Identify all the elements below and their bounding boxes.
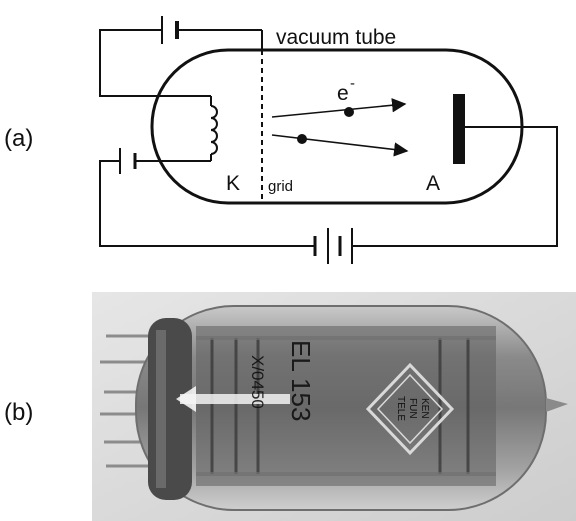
anode-label: A	[426, 172, 440, 195]
tube-type-code: EL 153	[286, 340, 316, 421]
telefunken-logo: TELE FUN KEN	[365, 362, 455, 456]
logo-line-1: TELE	[395, 396, 406, 421]
electron-beams	[271, 98, 409, 157]
photo-panel: (b)	[4, 292, 576, 521]
panel-b-label: (b)	[4, 399, 33, 426]
tube-base	[148, 318, 192, 500]
grid-battery-circuit	[99, 16, 263, 97]
electron-label: e	[337, 82, 349, 105]
heater-battery-circuit	[99, 148, 315, 247]
panel-a-label: (a)	[4, 125, 33, 152]
electron-path-lower	[271, 134, 409, 157]
tube-side-code: X/0450	[248, 355, 267, 409]
tube-label: vacuum tube	[276, 26, 396, 49]
cathode-filament	[210, 96, 218, 161]
electron-lower	[297, 134, 307, 144]
schematic-panel: (a) vacuum tube K grid	[4, 16, 558, 264]
electron-path-upper	[271, 98, 407, 118]
logo-line-3: KEN	[419, 398, 430, 419]
logo-line-2: FUN	[407, 398, 418, 419]
anode-plate	[453, 94, 465, 164]
plate-battery-circuit	[313, 126, 558, 264]
tube-photo: X/0450 EL 153 TELE FUN KEN	[92, 292, 576, 521]
electron-upper	[344, 107, 354, 117]
electron-charge-label: -	[350, 75, 355, 92]
grid-label: grid	[268, 178, 293, 195]
tube-tip	[546, 398, 568, 412]
inner-electrode-assembly	[196, 336, 496, 476]
cathode-label: K	[226, 172, 240, 195]
